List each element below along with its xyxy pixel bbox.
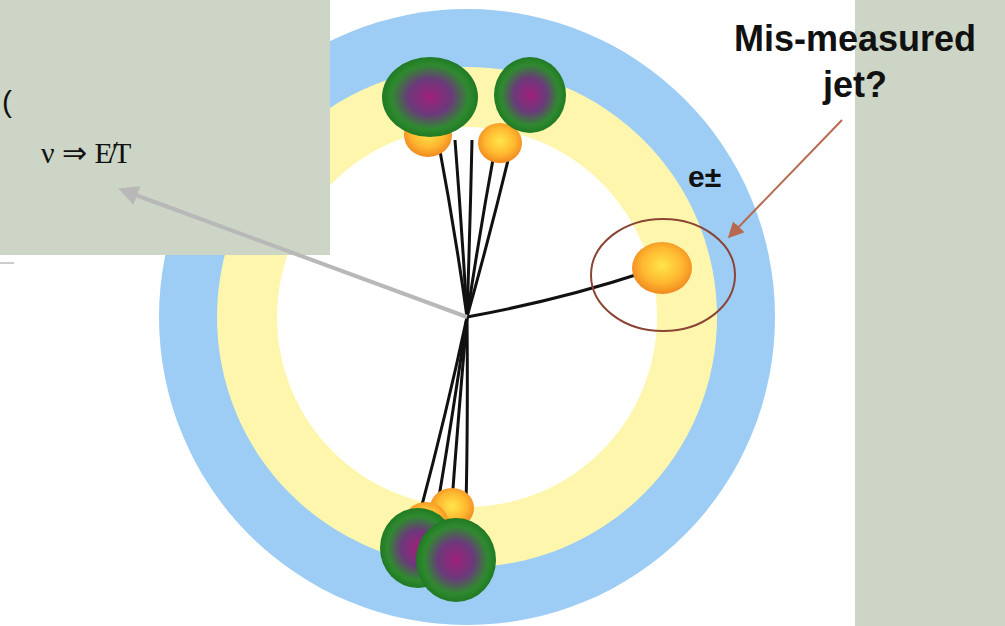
neutrino-label: ν ⇒ E̸T: [38, 136, 134, 170]
callout-text: Mis-measured jet?: [720, 16, 990, 108]
text-box: [0, 0, 330, 255]
met-arrow: [122, 190, 467, 317]
jet-tracks: [418, 140, 510, 520]
electron-label: e±: [688, 160, 721, 194]
rule-fragment: [0, 263, 14, 264]
callout-arrow: [730, 120, 842, 236]
text-fragment: (: [2, 84, 12, 120]
electron-track: [467, 272, 645, 317]
callout-circle: [591, 219, 735, 331]
white-panel: [0, 0, 855, 626]
